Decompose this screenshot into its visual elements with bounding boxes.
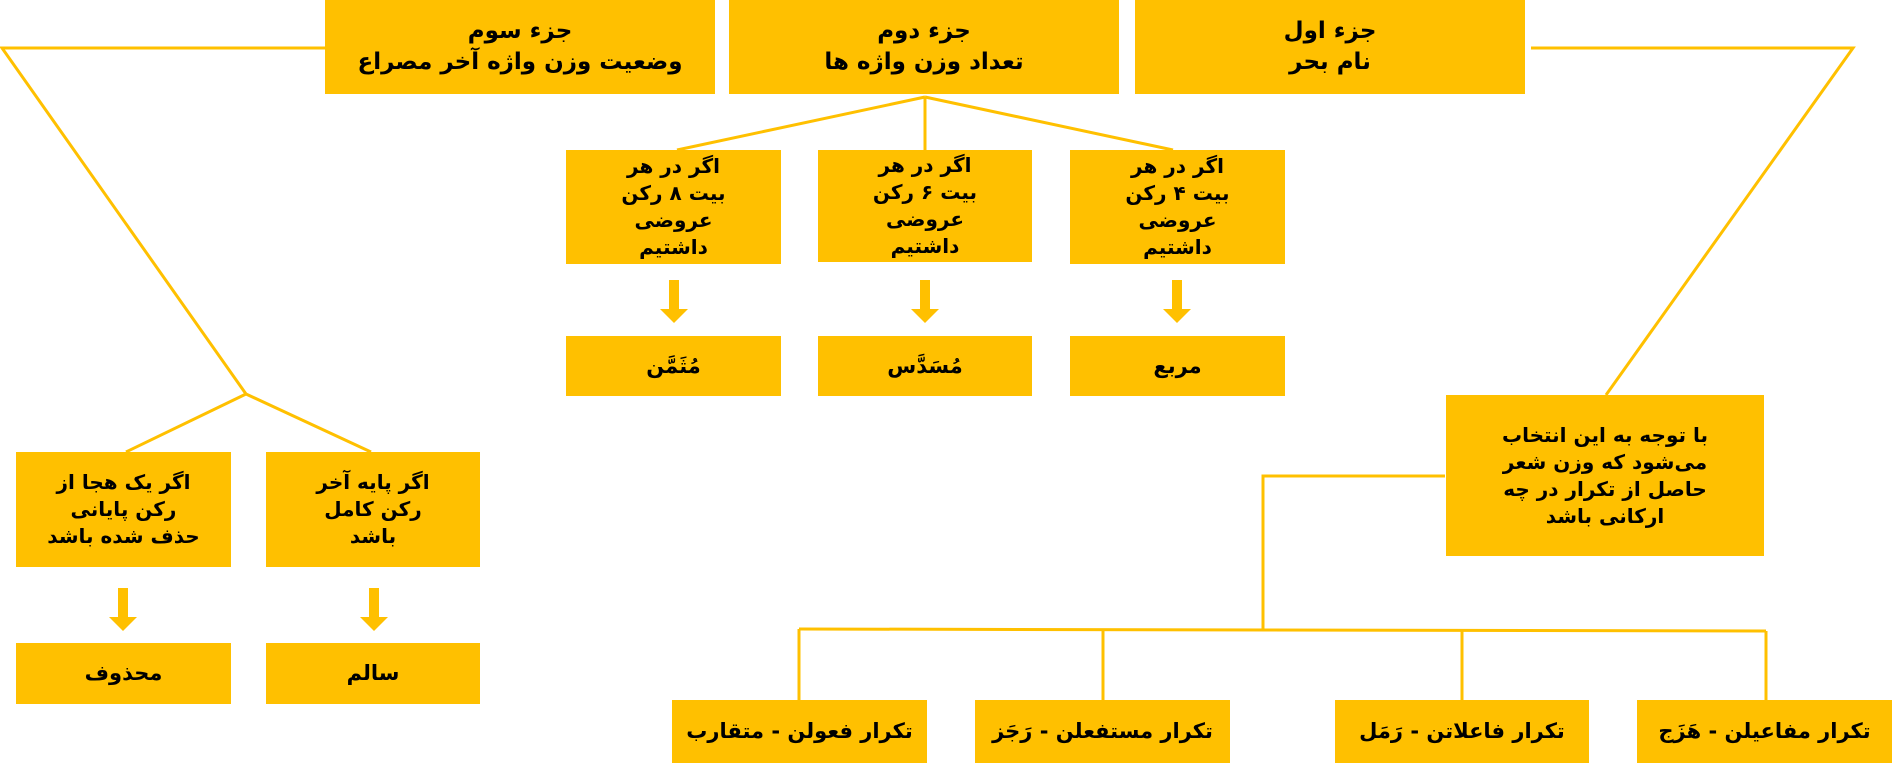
result-salem: سالم <box>266 643 480 704</box>
header-subtitle: نام بحر <box>1289 49 1371 75</box>
meter-ramal: تکرار فاعلاتن - رَمَل <box>1335 700 1589 763</box>
arrow-down-icon <box>1163 280 1191 323</box>
result-mahzuf: محذوف <box>16 643 231 704</box>
meter-rajaz: تکرار مستفعلن - رَجَز <box>975 700 1230 763</box>
condition-8-rokn: اگر در هر بیت ۸ رکن عروضی داشتیم <box>566 150 781 264</box>
meter-hazaj: تکرار مفاعیلن - هَزَج <box>1637 700 1892 763</box>
condition-4-rokn: اگر در هر بیت ۴ رکن عروضی داشتیم <box>1070 150 1285 264</box>
part-one-description: با توجه به این انتخاب می‌شود که وزن شعر … <box>1446 395 1764 556</box>
header-title: جزء سوم <box>467 17 573 44</box>
result-mosaddas: مُسَدَّس <box>818 336 1032 396</box>
arrow-down-icon <box>360 588 388 631</box>
header-part-one: جزء اول نام بحر <box>1135 0 1525 94</box>
header-title: جزء دوم <box>877 17 971 44</box>
arrow-down-icon <box>109 588 137 631</box>
meter-motaqareb: تکرار فعولن - متقارب <box>672 700 927 763</box>
header-title: جزء اول <box>1283 17 1377 44</box>
result-morabba: مربع <box>1070 336 1285 396</box>
header-subtitle: تعداد وزن واژه ها <box>824 49 1024 75</box>
condition-mahzuf: اگر یک هجا از رکن پایانی حذف شده باشد <box>16 452 231 567</box>
condition-salem: اگر پایه آخر رکن کامل باشد <box>266 452 480 567</box>
header-subtitle: وضعیت وزن واژه آخر مصراع <box>357 49 683 75</box>
condition-6-rokn: اگر در هر بیت ۶ رکن عروضی داشتیم <box>818 150 1032 262</box>
header-part-two: جزء دوم تعداد وزن واژه ها <box>729 0 1119 94</box>
arrow-down-icon <box>660 280 688 323</box>
arrow-down-icon <box>911 280 939 323</box>
result-mosamman: مُثَمَّن <box>566 336 781 396</box>
header-part-three: جزء سوم وضعیت وزن واژه آخر مصراع <box>325 0 715 94</box>
